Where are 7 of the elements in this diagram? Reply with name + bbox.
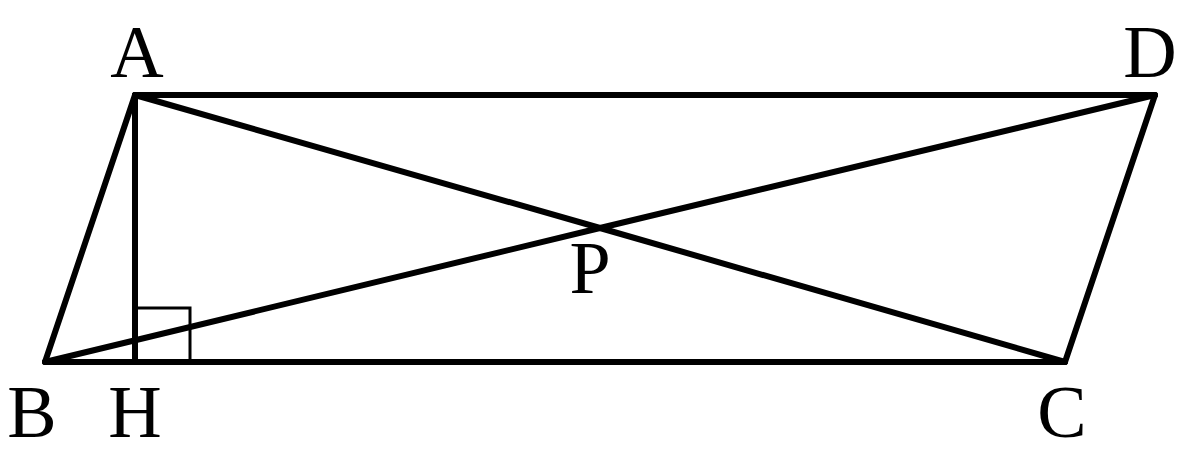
point-label: B — [7, 381, 57, 443]
point-label: A — [110, 21, 164, 83]
point-label: H — [108, 381, 162, 443]
point-label: C — [1037, 381, 1087, 443]
line-segment — [597, 92, 1158, 231]
point-label: P — [569, 237, 611, 299]
point-label: D — [1123, 21, 1177, 83]
